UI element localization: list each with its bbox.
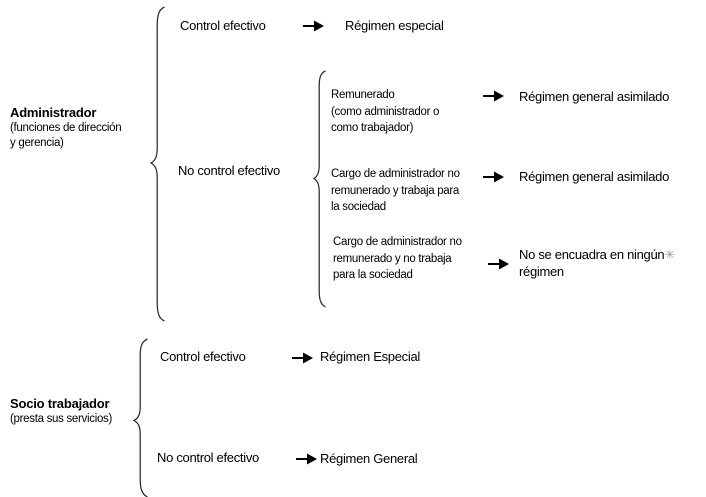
- arrow-right-icon-6: [296, 452, 318, 466]
- arrow-right-icon-1: [303, 19, 325, 33]
- case-line: (como administrador o: [331, 105, 440, 118]
- condition-label-socio-control-efectivo: Control efectivo: [160, 349, 246, 364]
- curly-brace-icon-socio-trabajador: [132, 338, 151, 497]
- outcome-line2: régimen: [519, 264, 564, 279]
- case-line: Remunerado: [331, 89, 395, 101]
- branch-label-administrador: Administrador (funciones de dirección y …: [10, 105, 155, 151]
- curly-brace-icon-administrador: [149, 6, 168, 322]
- curly-brace-icon-no-control-efectivo: [312, 70, 329, 308]
- arrow-right-icon-3: [483, 170, 505, 184]
- condition-label-control-efectivo: Control efectivo: [180, 18, 266, 33]
- condition-label-socio-no-control-efectivo: No control efectivo: [157, 450, 259, 465]
- case-line: para la sociedad: [333, 269, 413, 281]
- case-line: como trabajador): [331, 122, 414, 134]
- case-line: remunerado y trabaja para: [331, 184, 460, 197]
- branch-title: Administrador: [10, 105, 97, 120]
- branch-title: Socio trabajador: [10, 396, 110, 411]
- case-line: Cargo de administrador no: [333, 236, 462, 248]
- arrow-right-icon-2: [483, 89, 505, 103]
- case-line: la sociedad: [331, 201, 386, 213]
- branch-subtitle-line1: (presta sus servicios): [10, 413, 113, 425]
- outcome-regimen-especial-socio: Régimen Especial: [320, 349, 420, 364]
- outcome-regimen-especial: Régimen especial: [345, 18, 444, 33]
- case-text-no-remunerado-no-trabaja: Cargo de administrador no remunerado y n…: [333, 234, 498, 284]
- outcome-regimen-general-socio: Régimen General: [320, 451, 418, 466]
- case-line: remunerado y no trabaja: [333, 252, 452, 265]
- case-line: Cargo de administrador no: [331, 168, 460, 180]
- outcome-no-se-encuadra: No se encuadra en ningún✳ régimen: [519, 246, 706, 280]
- outcome-regimen-general-asimilado-2: Régimen general asimilado: [519, 169, 670, 184]
- case-text-remunerado: Remunerado (como administrador o como tr…: [331, 87, 491, 137]
- outcome-regimen-general-asimilado-1: Régimen general asimilado: [519, 89, 670, 104]
- arrow-right-icon-4: [488, 257, 510, 271]
- asterisk-icon: ✳: [664, 247, 675, 262]
- case-text-no-remunerado-trabaja: Cargo de administrador no remunerado y t…: [331, 166, 496, 216]
- outcome-line1-wrapper: No se encuadra en ningún✳: [519, 246, 706, 263]
- arrow-right-icon-5: [292, 351, 314, 365]
- outcome-line1: No se encuadra en ningún: [519, 247, 665, 262]
- branch-label-socio-trabajador: Socio trabajador (presta sus servicios): [10, 396, 150, 427]
- branch-subtitle-line2: y gerencia): [10, 137, 64, 149]
- condition-label-no-control-efectivo: No control efectivo: [178, 163, 280, 178]
- branch-subtitle-line1: (funciones de dirección: [10, 122, 122, 134]
